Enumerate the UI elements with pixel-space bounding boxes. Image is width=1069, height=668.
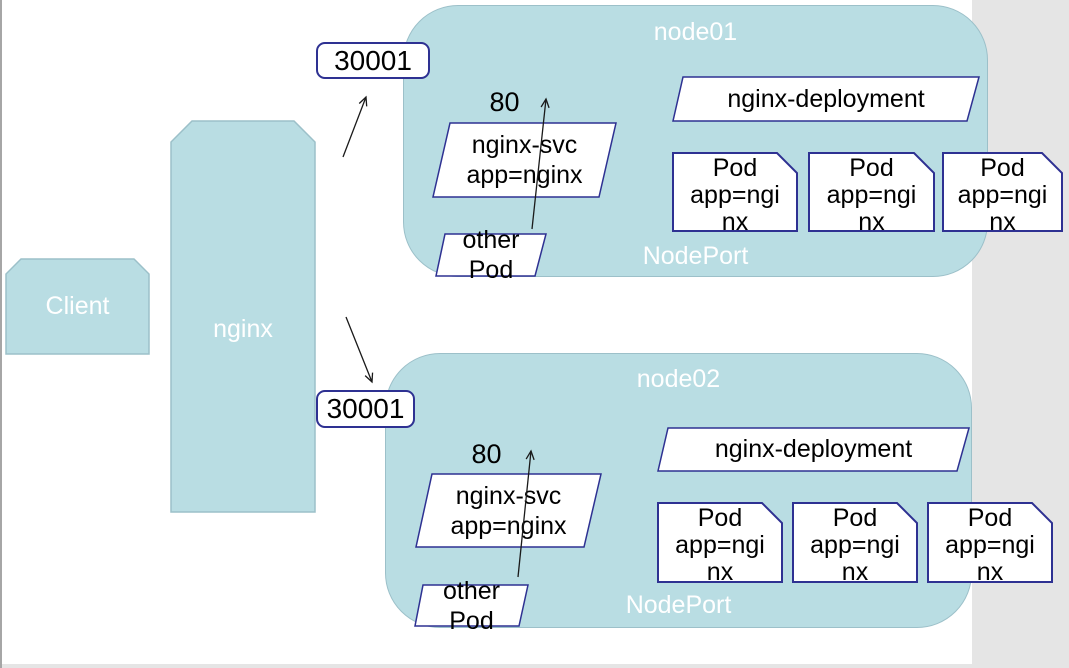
node01-pod-2: Pod app=ngi nx bbox=[808, 152, 935, 232]
node01-pod-1: Pod app=ngi nx bbox=[672, 152, 798, 232]
nginx-label: nginx bbox=[213, 315, 273, 343]
node02-deployment-parallelogram: nginx-deployment bbox=[657, 427, 970, 472]
node02-pod-1: Pod app=ngi nx bbox=[657, 502, 783, 583]
nginx-shape-outline bbox=[170, 120, 316, 513]
node02-pod-1-outline bbox=[657, 502, 783, 583]
node01-pod-1-label: Pod app=ngi nx bbox=[690, 154, 780, 233]
node01-nodeport-label: NodePort bbox=[642, 242, 749, 270]
node01-service-port-label: 80 bbox=[489, 87, 520, 117]
node01-service-label: nginx-svc app=nginx bbox=[466, 131, 583, 189]
client-box: Client bbox=[5, 258, 150, 355]
node02-pod-3: Pod app=ngi nx bbox=[927, 502, 1053, 583]
node01-service-parallelogram: nginx-svc app=nginx bbox=[432, 122, 617, 198]
node01-deployment-label: nginx-deployment bbox=[727, 84, 925, 113]
node02-service-outline bbox=[415, 473, 602, 548]
nginx-gateway-box: nginx bbox=[170, 120, 316, 513]
nodeport-chip-1-label: 30001 bbox=[334, 44, 412, 76]
arrow-nginx-to-port2 bbox=[345, 316, 374, 384]
node02-service-port-label: 80 bbox=[471, 439, 502, 469]
node01-pod-2-outline bbox=[808, 152, 935, 232]
node01-other-pod-outline bbox=[435, 233, 547, 277]
node02-other-pod-parallelogram: other Pod bbox=[414, 576, 529, 635]
nodeport-chip-2: 30001 bbox=[316, 390, 415, 428]
node02-service-parallelogram: nginx-svc app=nginx bbox=[415, 473, 602, 548]
node02-deployment-outline bbox=[657, 427, 970, 472]
node02-pod-3-label: Pod app=ngi nx bbox=[945, 504, 1035, 584]
node01-deployment-outline bbox=[672, 76, 980, 122]
nodeport-chip-1: 30001 bbox=[316, 42, 430, 79]
node02-other-pod-label: other Pod bbox=[443, 576, 500, 635]
node01-pod-1-outline bbox=[672, 152, 798, 232]
node01-deployment-parallelogram: nginx-deployment bbox=[672, 76, 980, 122]
node02-pod-2-outline bbox=[792, 502, 918, 583]
arrow-nginx-to-port1 bbox=[342, 95, 368, 158]
node01-other-pod-label: other Pod bbox=[462, 226, 520, 284]
node02-pod-2: Pod app=ngi nx bbox=[792, 502, 918, 583]
node01-pod-3-outline bbox=[942, 152, 1063, 232]
node02-pod-1-label: Pod app=ngi nx bbox=[675, 504, 765, 584]
nodeport-chip-2-label: 30001 bbox=[326, 393, 405, 424]
node02-nodeport-label: NodePort bbox=[625, 591, 732, 619]
node02-pod-2-label: Pod app=ngi nx bbox=[810, 504, 900, 584]
node01-pod-2-label: Pod app=ngi nx bbox=[826, 154, 917, 233]
node02-title: node02 bbox=[636, 365, 721, 393]
bottom-gray-strip bbox=[0, 664, 1069, 668]
left-edge-line bbox=[0, 0, 2, 668]
node02-pod-3-outline bbox=[927, 502, 1053, 583]
node02-service-label: nginx-svc app=nginx bbox=[450, 481, 567, 540]
node01-other-pod-parallelogram: other Pod bbox=[435, 226, 547, 284]
client-shape-outline bbox=[5, 258, 150, 355]
node01-pod-3: Pod app=ngi nx bbox=[942, 152, 1063, 232]
node01-pod-3-label: Pod app=ngi nx bbox=[957, 154, 1048, 233]
node02-deployment-label: nginx-deployment bbox=[714, 435, 913, 463]
node02-other-pod-outline bbox=[414, 584, 529, 627]
node01-title: node01 bbox=[653, 18, 738, 46]
node01-service-outline bbox=[432, 122, 617, 198]
client-label: Client bbox=[45, 292, 110, 320]
